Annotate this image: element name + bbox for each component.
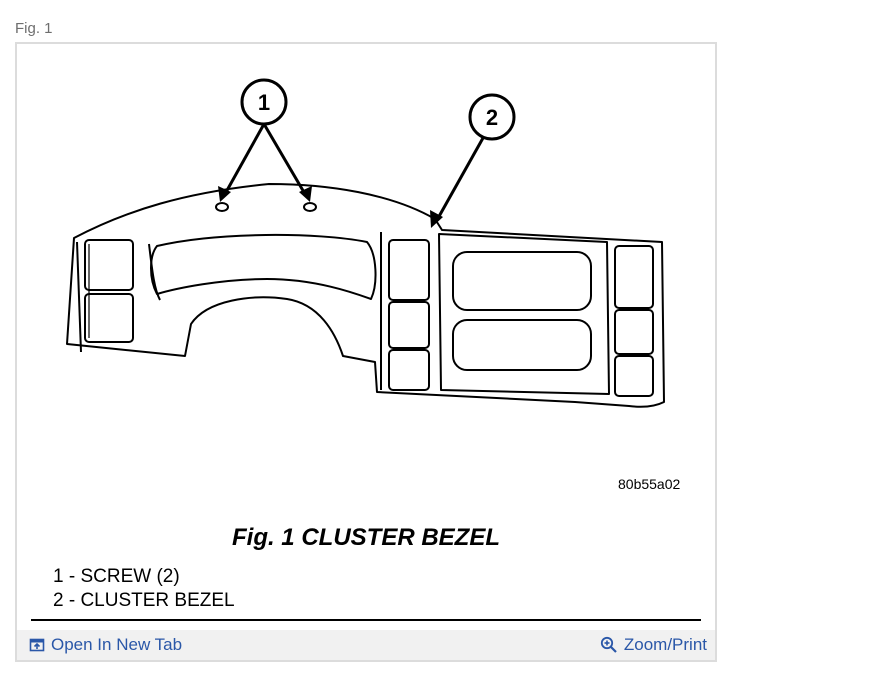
figure-caption: Fig. 1 CLUSTER BEZEL [231, 524, 500, 551]
screw-hole-left [215, 202, 229, 212]
left-switch-lower [84, 293, 134, 343]
center-switch-2 [388, 301, 430, 349]
left-switch-upper [84, 239, 134, 291]
radio-upper-opening [452, 251, 592, 311]
legend-item-screw: 1 - SCREW (2) [53, 566, 180, 587]
bezel-outline [66, 183, 665, 408]
figure-frame: 1 2 80b55a02 Fig. 1 CLUSTER BEZEL 1 - SC… [15, 42, 717, 662]
zoom-in-icon [600, 636, 618, 654]
open-in-new-tab-label: Open In New Tab [51, 635, 183, 654]
cluster-opening [150, 233, 377, 300]
callout-1-number: 1 [258, 90, 270, 115]
callout-1: 1 [218, 78, 312, 202]
figure-actions-bar: Open In New Tab Zoom/Print [17, 630, 715, 660]
right-switch-1 [614, 245, 654, 309]
drawing-code: 80b55a02 [618, 476, 681, 492]
cluster-bezel-drawing: 1 2 [66, 78, 665, 408]
divider [31, 619, 701, 621]
callout-2: 2 [430, 93, 516, 228]
radio-lower-opening [452, 319, 592, 371]
right-switch-2 [614, 309, 654, 355]
radio-recess [438, 233, 610, 395]
legend-item-cluster-bezel: 2 - CLUSTER BEZEL [53, 590, 235, 611]
screw-hole-right [303, 202, 317, 212]
figure-label: Fig. 1 [15, 20, 53, 37]
zoom-print-link[interactable]: Zoom/Print [600, 635, 707, 655]
zoom-print-label: Zoom/Print [623, 635, 707, 654]
center-switch-3 [388, 349, 430, 391]
center-switch-1 [388, 239, 430, 301]
legend: 1 - SCREW (2) 2 - CLUSTER BEZEL [53, 565, 235, 613]
right-switch-3 [614, 355, 654, 397]
open-new-tab-icon [29, 637, 45, 653]
callout-2-number: 2 [486, 105, 498, 130]
open-in-new-tab-link[interactable]: Open In New Tab [29, 635, 182, 655]
